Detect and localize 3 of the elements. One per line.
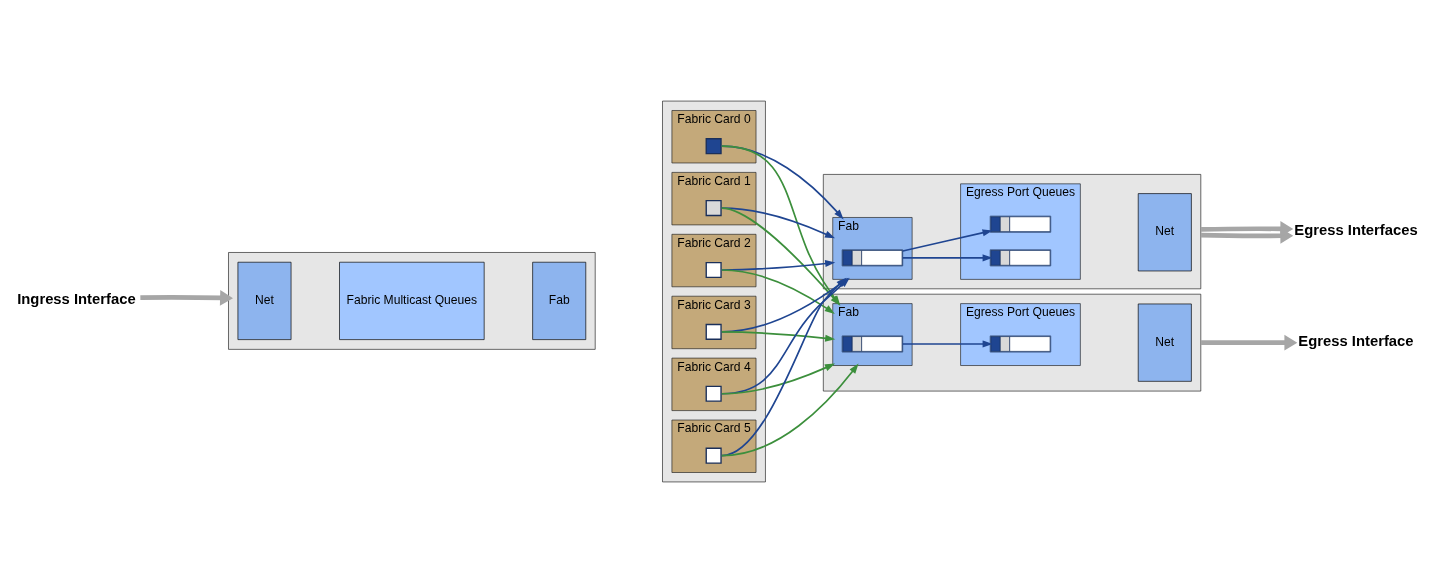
node-text: Egress Interface: [1298, 332, 1414, 349]
node-text: Egress Interfaces: [1294, 222, 1418, 239]
node-text: Ingress Interface: [17, 291, 136, 308]
